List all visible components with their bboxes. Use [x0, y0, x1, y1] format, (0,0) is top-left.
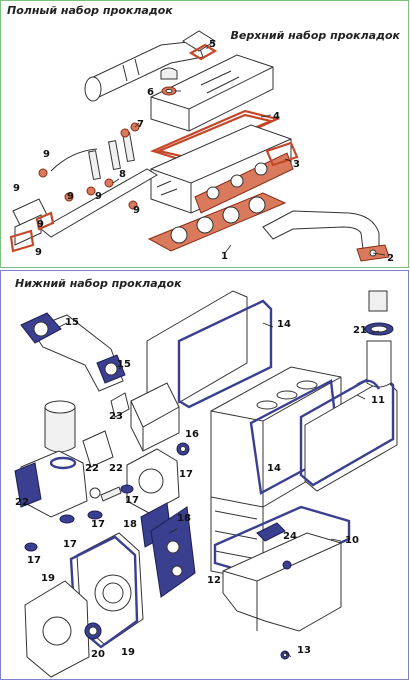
lower-set-exploded-diagram: 15 15 14 21 11 23 16 17 22 22 22 17 17 1…	[14, 290, 398, 678]
callout-18-a: 18	[123, 519, 137, 530]
upper-set-subtitle: Верхний набор прокладок	[230, 29, 400, 42]
callout-22-a: 22	[85, 463, 99, 474]
callout-22-c: 22	[15, 497, 29, 508]
callout-19-b: 19	[121, 647, 135, 658]
crankshaft-seal	[84, 622, 102, 640]
callout-13: 13	[297, 645, 311, 656]
lower-set-title: Нижний набор прокладок	[15, 277, 182, 290]
callout-20: 20	[91, 649, 105, 660]
callout-5: 5	[209, 39, 216, 50]
thermostat-housing	[9, 122, 140, 253]
callout-9-c: 9	[67, 191, 74, 202]
callout-15-b: 15	[117, 359, 131, 370]
fuel-rail	[40, 132, 158, 238]
callout-9-f: 9	[37, 219, 44, 230]
callout-3: 3	[293, 159, 300, 170]
callout-17-a: 17	[179, 469, 193, 480]
exhaust-manifold-gasket	[194, 141, 299, 214]
callout-leaders	[112, 45, 386, 256]
upper-gasket-set-panel: Полный набор прокладок Верхний набор про…	[0, 0, 409, 268]
turbo-elbow	[20, 312, 126, 392]
oil-pan	[213, 505, 351, 660]
callout-17-c: 17	[91, 519, 105, 530]
callout-9-b: 9	[13, 183, 20, 194]
callout-18-b: 18	[177, 513, 191, 524]
callout-12: 12	[207, 575, 221, 586]
water-pump	[126, 448, 196, 598]
callout-14-b: 14	[267, 463, 281, 474]
callout-15-a: 15	[65, 317, 79, 328]
callout-9-g: 9	[35, 247, 42, 258]
callout-17-e: 17	[27, 555, 41, 566]
callout-21: 21	[353, 325, 367, 336]
callout-14-a: 14	[277, 319, 291, 330]
callout-leaders-lower	[58, 322, 380, 658]
callout-16: 16	[185, 429, 199, 440]
small-seals	[24, 442, 190, 552]
callout-2: 2	[387, 253, 394, 264]
callout-17-b: 17	[125, 495, 139, 506]
oil-cooler	[14, 430, 114, 518]
callout-19-a: 19	[41, 573, 55, 584]
front-cover	[24, 580, 90, 678]
valve-cover	[150, 54, 274, 132]
full-set-title: Полный набор прокладок	[7, 4, 173, 17]
callout-17-d: 17	[63, 539, 77, 550]
timing-cover	[69, 532, 144, 649]
oil-filler-cap	[160, 67, 178, 96]
callout-4: 4	[273, 111, 280, 122]
cylinder-head-gasket	[147, 192, 287, 252]
callout-10: 10	[345, 535, 359, 546]
callout-9-d: 9	[95, 191, 102, 202]
callout-11: 11	[371, 395, 385, 406]
callout-7: 7	[137, 119, 144, 130]
fuel-pump	[110, 382, 180, 452]
callout-9-a: 9	[43, 149, 50, 160]
lower-gasket-set-panel: Нижний набор прокладок	[0, 270, 409, 680]
callout-23: 23	[109, 411, 123, 422]
oil-filter-housing	[356, 290, 394, 390]
callout-1: 1	[221, 251, 228, 262]
callout-24: 24	[283, 531, 297, 542]
callout-9-e: 9	[133, 205, 140, 216]
exhaust-pipe	[262, 210, 390, 262]
upper-set-exploded-diagram: 5 6 4 3 7 8 9 9 9 9 9 9 9 2 1	[9, 30, 394, 264]
oil-filter	[44, 400, 76, 453]
callout-8: 8	[119, 169, 126, 180]
valve-cover-gasket	[149, 109, 281, 163]
callout-22-b: 22	[109, 463, 123, 474]
intake-flange-gasket	[188, 43, 218, 61]
callout-6: 6	[147, 87, 154, 98]
